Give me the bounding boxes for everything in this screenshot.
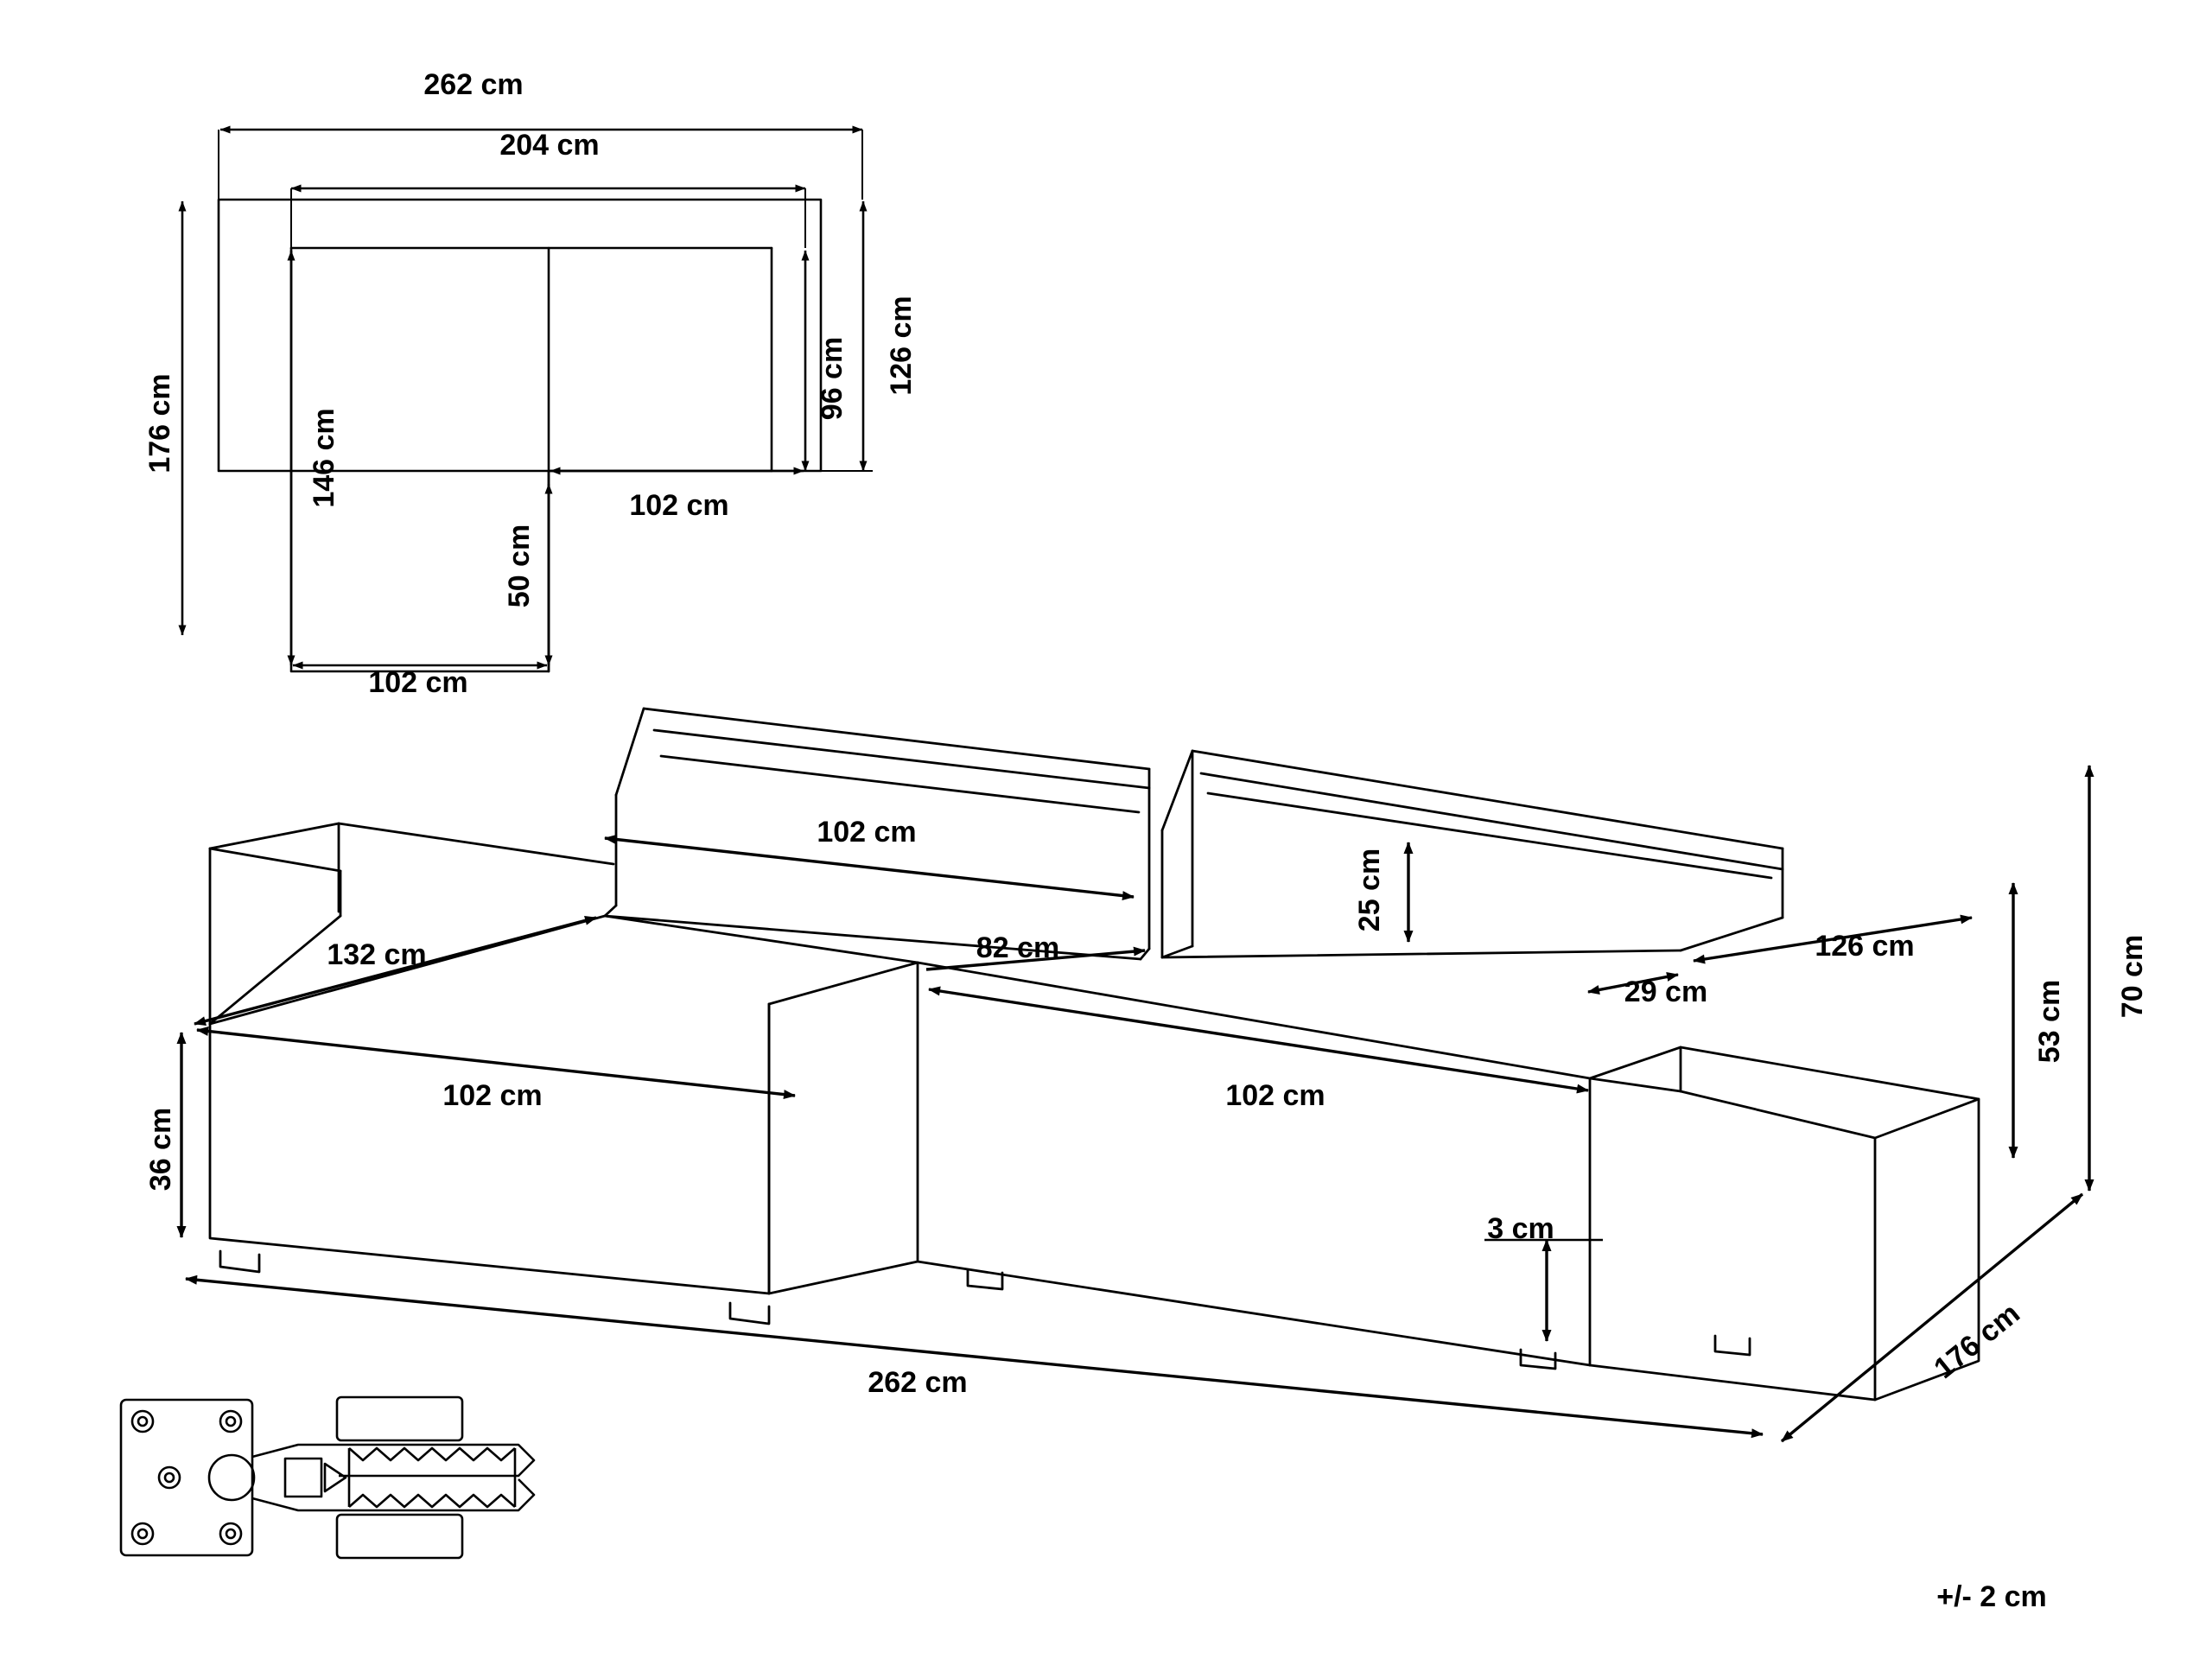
- perspective-sofa-outline: [208, 707, 1980, 1402]
- dim-label-seat-height: 36 cm: [144, 1107, 177, 1192]
- dim-label-total-width: 262 cm: [868, 1366, 968, 1399]
- dim-label-seat-to-back-depth: 82 cm: [976, 931, 1060, 964]
- dim-label-seat-module-width: 102 cm: [629, 489, 729, 522]
- dim-label-back-depth: 126 cm: [885, 296, 918, 396]
- dim-label-armrest-width: 29 cm: [1624, 976, 1708, 1008]
- dim-label-seat-span-width: 204 cm: [499, 129, 600, 162]
- dim-label-backrest-height-above-seat: 25 cm: [1353, 848, 1386, 932]
- dim-label-chaise-length: 132 cm: [327, 938, 427, 971]
- dim-label-overall-height: 70 cm: [2116, 934, 2149, 1019]
- dim-label-left-seat-width: 102 cm: [442, 1079, 543, 1112]
- dim-label-chaise-depth: 146 cm: [308, 408, 340, 508]
- dim-label-armrest-depth: 126 cm: [1815, 930, 1915, 963]
- dim-label-backrest-cushion-width: 102 cm: [817, 816, 917, 849]
- dim-label-chaise-front-offset: 50 cm: [503, 524, 536, 608]
- top-view-dimension-lines: [178, 125, 873, 670]
- dim-label-chaise-module-width: 102 cm: [368, 666, 468, 699]
- dim-label-overall-width: 262 cm: [423, 68, 524, 101]
- tolerance-note: +/- 2 cm: [1936, 1580, 2047, 1613]
- connector-detail-group: [119, 1395, 536, 1560]
- dim-label-seat-depth: 96 cm: [816, 336, 849, 421]
- dim-label-foot-height: 3 cm: [1487, 1212, 1554, 1245]
- perspective-dimension-lines: [176, 765, 2094, 1443]
- dim-label-right-seat-width: 102 cm: [1225, 1079, 1325, 1112]
- dim-label-armrest-height: 53 cm: [2033, 979, 2066, 1064]
- dim-label-overall-depth: 176 cm: [143, 373, 176, 474]
